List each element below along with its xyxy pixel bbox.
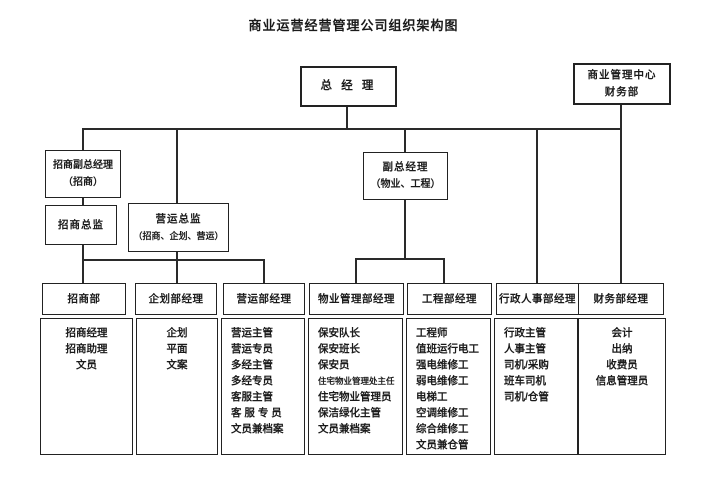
staff-role: 客服主管	[231, 391, 273, 403]
node-label: 招商副总经理	[53, 160, 113, 171]
dept-box-finance: 财务部经理	[578, 283, 664, 315]
node-label: 副总经理	[382, 161, 429, 173]
connector-line	[346, 103, 348, 128]
dept-box-investment: 招商部	[42, 283, 126, 315]
node-label: （招商）	[63, 177, 103, 188]
node-deputy-gm-property: 副总经理 （物业、工程）	[363, 152, 448, 200]
staff-role: 信息管理员	[595, 375, 649, 387]
connector-line	[263, 259, 265, 283]
staff-role: 文员兼档案	[231, 423, 284, 435]
dept-label: 财务部经理	[593, 292, 649, 305]
staff-role: 营运主管	[231, 327, 273, 339]
dept-box-planning: 企划部经理	[135, 283, 217, 315]
staff-role: 工程师	[416, 327, 448, 339]
connector-line	[536, 128, 538, 283]
dept-label: 物业管理部经理	[318, 292, 395, 305]
staff-role: 住宅物业管理员	[318, 391, 392, 403]
staff-role: 文员兼档案	[318, 423, 371, 435]
staff-role: 行政主管	[504, 327, 546, 339]
staff-role: 值班运行电工	[416, 343, 479, 355]
connector-line	[620, 101, 622, 283]
staff-role: 保洁绿化主管	[318, 407, 381, 419]
staff-role: 文员兼仓管	[416, 439, 469, 451]
staff-role: 企划	[166, 327, 188, 339]
staff-role: 招商助理	[65, 343, 108, 355]
node-label: 总 经 理	[320, 80, 377, 92]
node-label: 营运总监	[155, 212, 202, 225]
node-investment-director: 招商总监	[45, 205, 117, 245]
node-deputy-gm-investment: 招商副总经理 （招商）	[45, 150, 121, 198]
staff-box-finance: 会计出纳收费员信息管理员	[578, 318, 666, 455]
staff-role: 多经主管	[231, 359, 273, 371]
dept-label: 招商部	[67, 292, 101, 305]
node-label: （物业、工程）	[370, 179, 441, 190]
connector-line	[404, 128, 406, 152]
staff-role: 客 服 专 员	[231, 407, 282, 419]
connector-line	[443, 258, 445, 283]
staff-role: 平面	[166, 343, 188, 355]
dept-label: 行政人事部经理	[499, 292, 576, 305]
node-business-center: 商业管理中心 财务部	[573, 63, 671, 105]
node-label: 财务部	[604, 86, 640, 98]
staff-role: 住宅物业管理处主任	[318, 376, 395, 386]
node-label: （招商、企划、营运）	[133, 230, 224, 241]
staff-role: 强电维修工	[416, 359, 469, 371]
connector-line	[355, 258, 357, 283]
chart-title: 商业运营经营管理公司组织架构图	[248, 18, 459, 33]
staff-role: 出纳	[611, 343, 633, 355]
staff-role: 人事主管	[504, 343, 546, 355]
staff-role: 多经专员	[231, 375, 273, 387]
staff-role: 保安队长	[318, 327, 360, 339]
dept-box-admin-hr: 行政人事部经理	[496, 283, 579, 315]
node-label: 招商总监	[58, 218, 104, 231]
connector-line	[82, 259, 264, 261]
node-label: 商业管理中心	[587, 69, 657, 81]
staff-role: 文案	[166, 359, 188, 371]
connector-line	[404, 198, 406, 258]
connector-line	[176, 128, 178, 203]
dept-label: 营运部经理	[236, 292, 292, 305]
connector-line	[82, 128, 84, 150]
staff-role: 保安班长	[318, 343, 360, 355]
staff-role: 招商经理	[65, 327, 108, 339]
staff-role: 司机/仓管	[504, 391, 549, 403]
dept-box-operations: 营运部经理	[223, 283, 305, 315]
staff-role: 司机/采购	[504, 359, 549, 371]
staff-box-admin-hr: 行政主管人事主管司机/采购班车司机司机/仓管	[494, 318, 578, 455]
staff-role: 空调维修工	[416, 407, 469, 419]
staff-box-planning: 企划平面文案	[136, 318, 218, 455]
node-operations-director: 营运总监 （招商、企划、营运）	[128, 203, 229, 252]
staff-role: 弱电维修工	[416, 375, 469, 387]
dept-label: 企划部经理	[148, 292, 204, 305]
connector-line	[82, 128, 621, 130]
connector-line	[176, 250, 178, 283]
node-general-manager: 总 经 理	[300, 66, 397, 107]
staff-role: 班车司机	[504, 375, 546, 387]
connector-line	[82, 243, 84, 283]
dept-box-engineering: 工程部经理	[407, 283, 492, 315]
staff-role: 综合维修工	[416, 423, 469, 435]
staff-box-investment: 招商经理招商助理文员	[40, 318, 133, 455]
staff-box-engineering: 工程师值班运行电工强电维修工弱电维修工电梯工空调维修工综合维修工文员兼仓管	[406, 318, 491, 455]
staff-box-operations: 营运主管营运专员多经主管多经专员客服主管客 服 专 员文员兼档案	[221, 318, 305, 455]
dept-box-property: 物业管理部经理	[309, 283, 404, 315]
connector-line	[82, 196, 84, 205]
staff-role: 会计	[611, 327, 633, 339]
staff-role: 电梯工	[416, 391, 448, 403]
dept-label: 工程部经理	[422, 292, 477, 305]
staff-box-property: 保安队长保安班长保安员住宅物业管理处主任住宅物业管理员保洁绿化主管文员兼档案	[308, 318, 403, 455]
staff-role: 营运专员	[231, 343, 273, 355]
staff-role: 收费员	[606, 359, 638, 371]
connector-line	[355, 258, 444, 260]
staff-role: 文员	[76, 359, 97, 371]
staff-role: 保安员	[318, 359, 350, 371]
